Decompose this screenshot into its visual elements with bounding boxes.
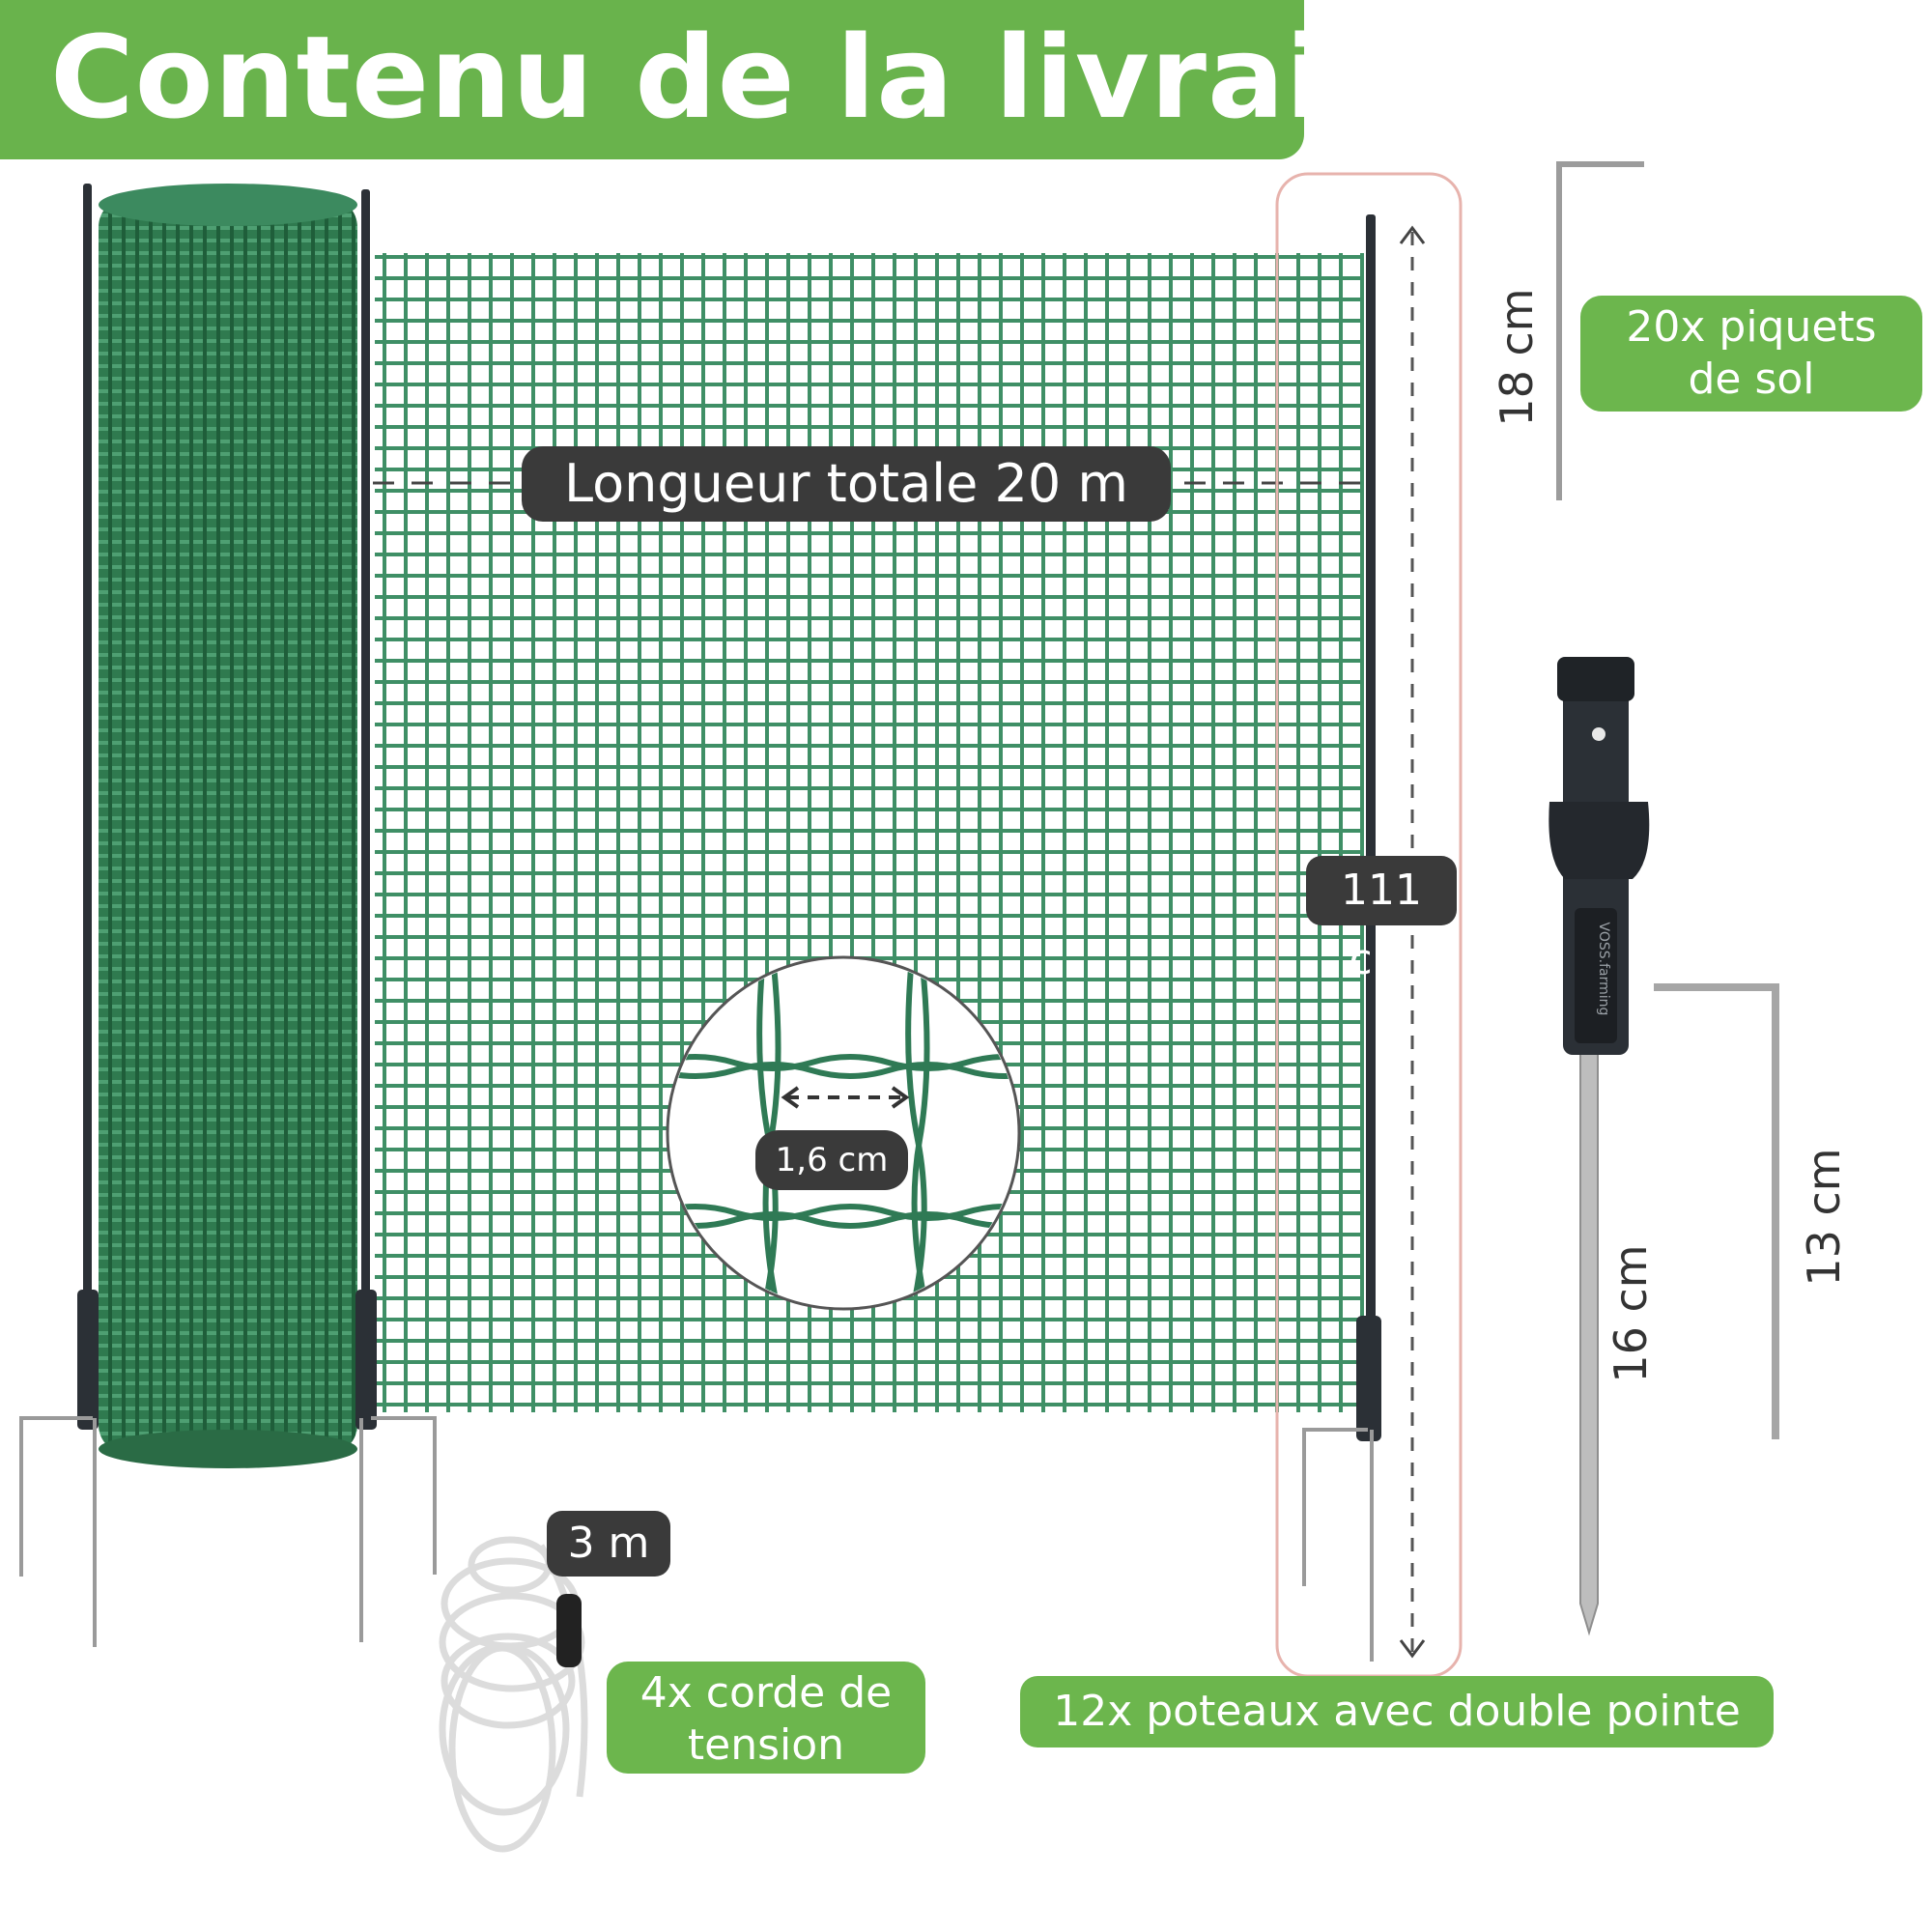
post-spikes	[19, 1416, 1374, 1662]
title-banner	[0, 0, 1304, 159]
height-label: 111 cm	[1306, 856, 1457, 984]
ground-peg-icon	[1556, 161, 1644, 500]
spike-long-label: 16 cm	[1605, 1244, 1657, 1383]
mesh-size-label: 1,6 cm	[755, 1130, 908, 1190]
peg-length-label: 18 cm	[1491, 288, 1543, 427]
rope-coil-icon	[439, 1536, 588, 1853]
post-icon	[77, 184, 1381, 1441]
tension-ropes-label: 4x corde de tension	[607, 1662, 925, 1774]
ground-pegs-label: 20x piquets de sol	[1580, 296, 1922, 412]
spike-short-label: 13 cm	[1798, 1148, 1850, 1287]
posts-label: 12x poteaux avec double pointe	[1020, 1676, 1774, 1747]
net-roll-icon	[99, 184, 357, 1468]
brand-mark: VOSS.farming	[1596, 922, 1611, 1016]
rope-length-label: 3 m	[547, 1511, 670, 1577]
total-length-label: Longueur totale 20 m	[522, 446, 1171, 522]
post-foot-detail-icon	[1548, 657, 1779, 1636]
page-title: Contenu de la livraison	[50, 11, 1556, 144]
